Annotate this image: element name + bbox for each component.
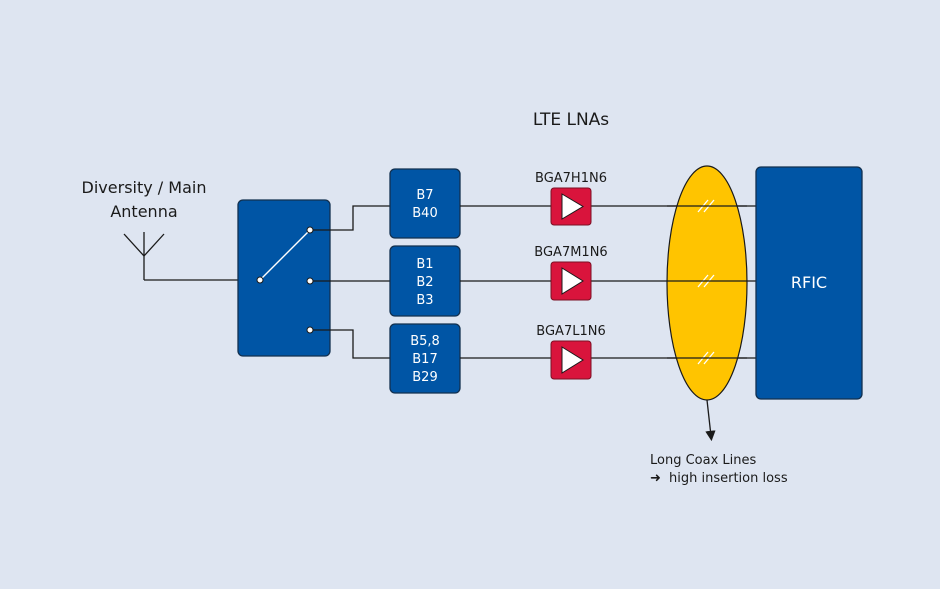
wire-switch-to-filter-3 <box>313 329 390 359</box>
filter-2-line-1: B1 <box>416 257 433 272</box>
filter-3-line-2: B17 <box>412 352 437 367</box>
coax-note-line1: Long Coax Lines <box>650 453 757 468</box>
switch-throw-1-node <box>306 226 314 234</box>
switch-common-node <box>256 276 264 284</box>
filter-1-line-1: B7 <box>416 188 433 203</box>
amplifier-triangle-icon <box>561 193 584 220</box>
switch-throw-3-node <box>306 326 314 334</box>
filter-2-line-2: B2 <box>416 275 433 290</box>
lna-3-part-label: BGA7L1N6 <box>536 324 605 339</box>
antenna-label-line2: Antenna <box>110 202 177 221</box>
coax-wires-over-ellipse <box>667 205 747 359</box>
antenna-switch-block <box>237 199 331 357</box>
rfic-label: RFIC <box>791 273 827 292</box>
filter-3-line-3: B29 <box>412 370 437 385</box>
filter-3-line-1: B5,8 <box>410 334 440 349</box>
coax-note-arrow-glyph: ➜ <box>650 471 661 486</box>
filter-block-1: B7 B40 <box>389 168 461 239</box>
lna-1-part-label: BGA7H1N6 <box>535 171 607 186</box>
amplifier-triangle-icon <box>561 267 584 295</box>
lna-amplifier-1 <box>550 187 592 226</box>
lna-amplifier-3 <box>550 340 592 380</box>
antenna-icon <box>123 232 165 280</box>
lna-amplifier-2 <box>550 261 592 301</box>
diagram-title: LTE LNAs <box>533 110 609 130</box>
switch-throw-2-node <box>306 277 314 285</box>
filter-block-2: B1 B2 B3 <box>389 245 461 317</box>
lna-2-part-label: BGA7M1N6 <box>534 245 607 260</box>
amplifier-triangle-icon <box>561 346 584 374</box>
filter-1-line-2: B40 <box>412 206 437 221</box>
wire-switch-to-filter-1 <box>313 205 390 231</box>
filter-2-line-3: B3 <box>416 293 433 308</box>
coax-note-line2: high insertion loss <box>669 471 788 486</box>
rfic-block <box>755 166 863 400</box>
antenna-label-line1: Diversity / Main <box>82 178 207 197</box>
coax-note-arrow <box>705 399 716 442</box>
filter-block-3: B5,8 B17 B29 <box>389 323 461 394</box>
